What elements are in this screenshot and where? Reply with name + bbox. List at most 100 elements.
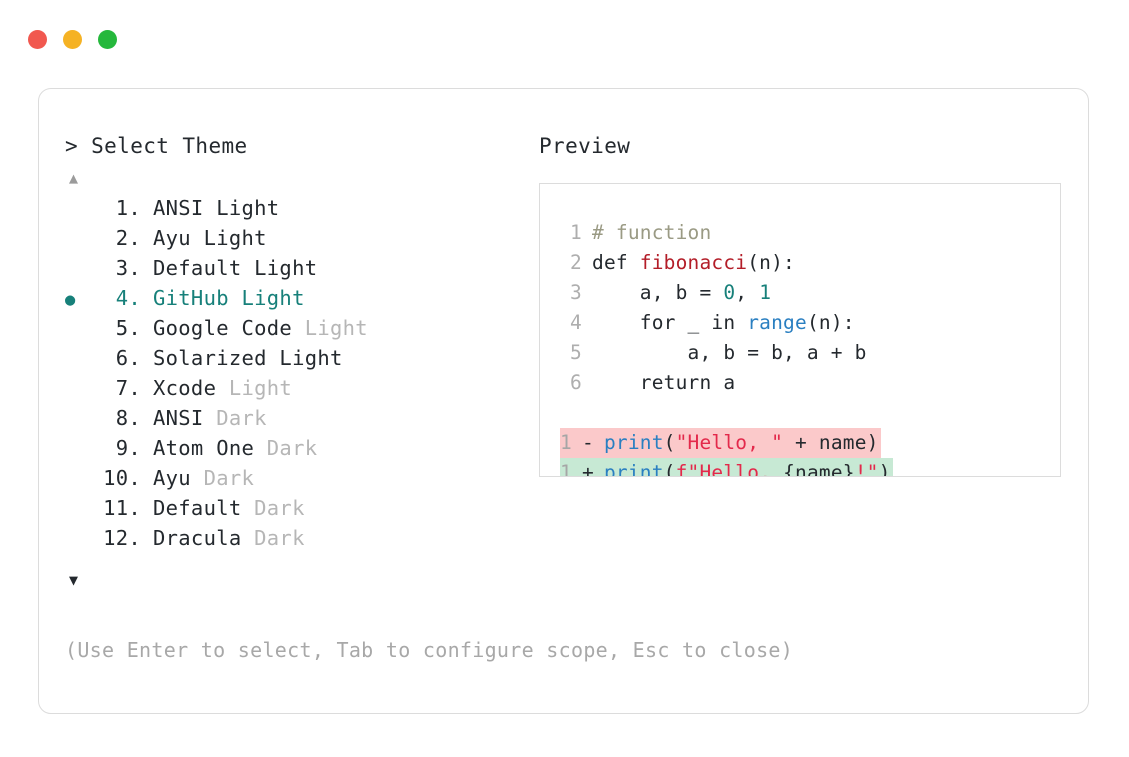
line-number: 2	[570, 251, 582, 274]
theme-list-item[interactable]: 5.Google Code Light	[65, 313, 535, 343]
theme-item-name: Google Code	[153, 316, 293, 340]
code-token: # function	[592, 221, 712, 244]
theme-item-number: 9.	[115, 436, 141, 460]
diff-sign: -	[582, 431, 594, 454]
preview-title: Preview	[539, 134, 631, 158]
theme-item-variant: Dark	[254, 436, 318, 460]
theme-item-number: 2.	[115, 226, 141, 250]
theme-item-variant: Light	[228, 286, 305, 310]
code-text: # function	[592, 218, 711, 248]
line-number: 1	[560, 431, 572, 454]
code-token: f"Hello,	[675, 461, 784, 477]
diff-line-add: 1 + print(f"Hello, {name}!")	[540, 458, 1060, 477]
theme-item-number: 4.	[115, 286, 141, 310]
theme-item-name: Atom One	[153, 436, 255, 460]
code-text: return a	[592, 368, 735, 398]
theme-item-variant: Light	[216, 376, 293, 400]
code-text: print(f"Hello, {name}!")	[603, 458, 891, 477]
code-token: for _ in	[592, 311, 748, 334]
theme-item-variant: Light	[190, 226, 267, 250]
theme-item-name: Ayu	[153, 226, 191, 250]
keyboard-hint: (Use Enter to select, Tab to configure s…	[65, 638, 794, 662]
theme-list-item[interactable]: 8. ANSI Dark	[65, 403, 535, 433]
code-token: 1	[759, 281, 772, 304]
code-token: (	[663, 461, 676, 477]
theme-list-item[interactable]: 12.Dracula Dark	[65, 523, 535, 553]
code-line: 6 return a	[540, 368, 1060, 398]
theme-item-name: GitHub	[153, 286, 229, 310]
code-line: 5 a, b = b, a + b	[540, 338, 1060, 368]
code-token: range	[747, 311, 807, 334]
theme-list-item[interactable]: 3. Default Light	[65, 253, 535, 283]
code-token: "Hello, "	[675, 431, 784, 454]
selected-bullet-icon: ●	[65, 290, 76, 310]
diff-preview: 1-print("Hello, " + name)1+print(f"Hello…	[540, 428, 1060, 477]
theme-item-variant: Dark	[241, 496, 305, 520]
theme-list-item[interactable]: ● 4. GitHub Light	[65, 283, 535, 313]
line-number: 1	[570, 221, 582, 244]
theme-item-variant: Light	[203, 196, 280, 220]
code-token: print	[603, 431, 664, 454]
code-token: a, b = b, a + b	[592, 341, 867, 364]
diff-sign: +	[582, 461, 594, 477]
minimize-button[interactable]	[63, 30, 82, 49]
code-token: (n):	[747, 251, 795, 274]
line-number: 5	[570, 341, 582, 364]
close-button[interactable]	[28, 30, 47, 49]
code-line: 4 for _ in range(n):	[540, 308, 1060, 338]
code-text: a, b = 0, 1	[592, 278, 771, 308]
theme-list-item[interactable]: 7.Xcode Light	[65, 373, 535, 403]
theme-item-name: Solarized	[153, 346, 267, 370]
theme-item-number: 1.	[115, 196, 141, 220]
code-token: def	[592, 251, 640, 274]
theme-list-item[interactable]: 6.Solarized Light	[65, 343, 535, 373]
line-number: 1	[560, 461, 572, 477]
theme-list-item[interactable]: 11. Default Dark	[65, 493, 535, 523]
theme-item-name: Dracula	[153, 526, 242, 550]
code-text: def fibonacci(n):	[592, 248, 795, 278]
theme-item-variant: Dark	[241, 526, 305, 550]
theme-item-name: Default	[153, 496, 242, 520]
diff-line-del: 1-print("Hello, " + name)	[540, 428, 1060, 458]
code-token: (n):	[806, 311, 855, 334]
window-titlebar	[28, 30, 117, 49]
code-token: !"	[854, 461, 879, 477]
maximize-button[interactable]	[98, 30, 117, 49]
theme-item-name: Ayu	[153, 466, 191, 490]
code-token: print	[603, 461, 664, 477]
theme-list-item[interactable]: 10. Ayu Dark	[65, 463, 535, 493]
code-text: a, b = b, a + b	[592, 338, 867, 368]
theme-item-number: 11.	[103, 496, 141, 520]
theme-list-item[interactable]: 9. Atom One Dark	[65, 433, 535, 463]
scroll-up-icon[interactable]: ▲	[69, 169, 79, 187]
preview-box: 1 # function 2 def fibonacci(n): 3 a, b = 0,…	[539, 183, 1061, 477]
code-token: return a	[592, 371, 736, 394]
theme-list-item[interactable]: 1.ANSI Light	[65, 193, 535, 223]
code-token: + name)	[783, 431, 879, 454]
preview-panel: Preview 1 # function 2 def fibonacci(n): 3 a…	[539, 133, 1069, 477]
code-text: print("Hello, " + name)	[604, 428, 879, 458]
theme-item-name: Xcode	[153, 376, 217, 400]
line-number: 3	[570, 281, 582, 304]
code-token: )	[878, 461, 891, 477]
code-line: 1 # function	[540, 218, 1060, 248]
theme-item-name: Default	[153, 256, 242, 280]
code-token: ,	[735, 281, 760, 304]
theme-item-variant: Light	[241, 256, 318, 280]
code-text: for _ in range(n):	[592, 308, 855, 338]
theme-item-name: ANSI	[153, 406, 204, 430]
code-token: (	[663, 431, 676, 454]
theme-item-number: 8.	[115, 406, 141, 430]
theme-item-variant: Dark	[190, 466, 255, 490]
theme-item-number: 10.	[103, 466, 141, 490]
theme-list-item[interactable]: 2. Ayu Light	[65, 223, 535, 253]
scroll-down-icon[interactable]: ▼	[69, 571, 79, 589]
diff-highlight: 1 + print(f"Hello, {name}!")	[560, 458, 893, 477]
theme-item-variant: Dark	[203, 406, 267, 430]
theme-item-number: 3.	[115, 256, 141, 280]
line-number: 6	[570, 371, 582, 394]
line-number: 4	[570, 311, 582, 334]
